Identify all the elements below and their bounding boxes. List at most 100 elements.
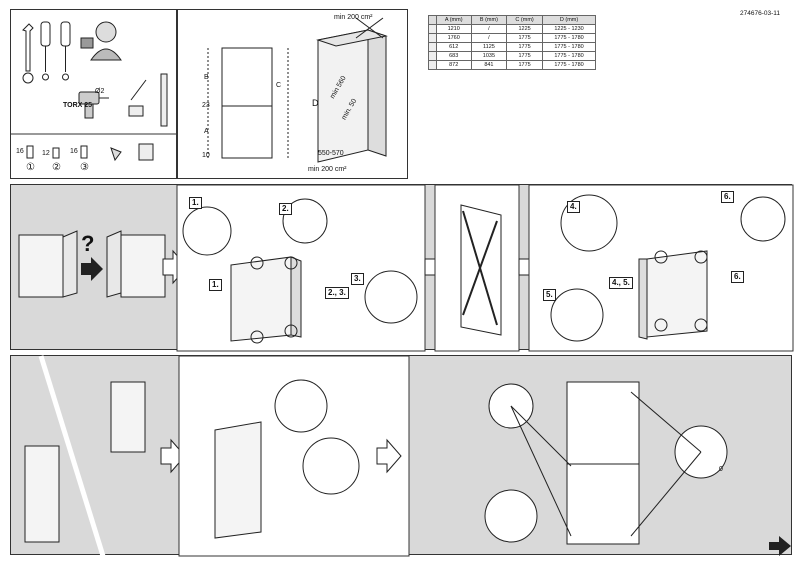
detail-circle [550,288,604,342]
table-header: A (mm) [435,15,472,25]
detail-circle [182,206,232,256]
doc-code: 274676-03-11 [740,10,780,17]
door-reversal-illustration [18,184,794,352]
table-header [428,15,437,25]
table-cell: 1775 - 1780 [542,51,596,61]
table-cell: / [470,24,508,34]
tools-panel: TORX 25 Ø2 16 12 16 ① ② ③ [10,9,178,179]
table-cell: 1760 [435,33,472,43]
screwdriver-icon [40,21,71,81]
ruler-icon [160,73,168,127]
detail-circle [364,270,418,324]
installation-band: 0 [10,355,792,557]
niche-drawing [207,17,388,163]
table-cell: 841 [470,60,508,70]
side-label-a: A [204,128,209,135]
detail-circle [740,196,786,242]
drill-icon [78,91,109,119]
depth-label: 550-570 [318,150,344,157]
table-cell [428,60,437,70]
table-cell: 1125 [470,42,508,52]
table-cell: 1035 [470,51,508,61]
step-label: 1. [209,279,222,291]
table-cell: 1775 - 1780 [542,42,596,52]
arrow-right-icon [81,257,103,281]
table-cell: 612 [435,42,472,52]
table-header: B (mm) [470,15,508,25]
step-label: 6. [721,191,734,203]
table-header: C (mm) [506,15,544,25]
table-cell: 1775 - 1780 [542,60,596,70]
arrow-right-icon [160,438,186,474]
next-page-arrow-icon [769,536,791,556]
step-label: 3. [351,273,364,285]
table-cell: 1225 - 1230 [542,24,596,34]
tools-illustration [11,21,178,162]
table-header: D (mm) [542,15,596,25]
screw-length-1: 16 [16,148,24,155]
fridge-hinge-view [230,256,302,344]
table-cell: 1775 [506,42,544,52]
screw-length-2: 12 [42,150,50,157]
fridge-reassembled-view [638,250,708,340]
table-cell: 1210 [435,24,472,34]
table-cell: 1775 [506,33,544,43]
table-cell: 1775 - 1780 [542,33,596,43]
side-label-b: B [204,74,209,81]
step-label: 2., 3. [325,287,349,299]
step-label: 6. [731,271,744,283]
appliance-front-view [207,47,289,159]
table-cell: / [470,33,508,43]
step-label: 1. [189,197,202,209]
step-label: 2. [279,203,292,215]
step-label: 4. [567,201,580,213]
question-mark: ? [81,231,95,256]
wrench-icon [22,23,34,84]
table-cell [428,24,437,34]
table-cell: 872 [435,60,472,70]
table-cell: 1775 [506,51,544,61]
screw-number-1: ① [26,162,35,173]
side-label-10: 10 [202,152,210,159]
vent-bottom-label: min 200 cm² [308,166,347,173]
table-cell: 1775 [506,60,544,70]
bracket-icon [138,143,154,161]
door-reversal-band: ? 1. 2. 1. 2., 3. 3. 4. 5. 4., 5. 6. 6. [10,184,794,352]
fridge-before-icon [18,230,78,298]
table-cell [428,33,437,43]
side-label-23: 23 [202,102,210,109]
arrow-right-icon [376,438,402,474]
drill-size: Ø2 [95,88,105,95]
installation-illustration [24,355,791,557]
step-label: 4., 5. [609,277,633,289]
torx-label: TORX 25 [63,102,93,109]
dim-zero-label: 0 [719,466,723,473]
swap-hinge-view [460,204,502,336]
table-header-row: A (mm) B (mm) C (mm) D (mm) [428,15,596,25]
niche-dimensions-panel: min 200 cm² min 200 cm² 550-570 min 560 … [177,9,408,179]
fridge-after-icon [106,230,166,298]
pencil-icon [128,79,147,117]
screw-icon [26,145,88,159]
vent-top-label: min 200 cm² [334,14,373,21]
door-fitting-view [214,379,360,539]
table-cell [428,51,437,61]
detail-circle [282,198,328,244]
table-cell: 683 [435,51,472,61]
d-label: D [312,98,319,108]
screw-length-3: 16 [70,148,78,155]
cabinet-small-view [24,381,146,543]
niche-3d-view [316,17,388,163]
c-label: C [276,82,282,89]
worker-icon [80,21,122,61]
table-cell [428,42,437,52]
table-cell: 1225 [506,24,544,34]
step-label: 5. [543,289,556,301]
fixing-detail-view [484,381,728,545]
